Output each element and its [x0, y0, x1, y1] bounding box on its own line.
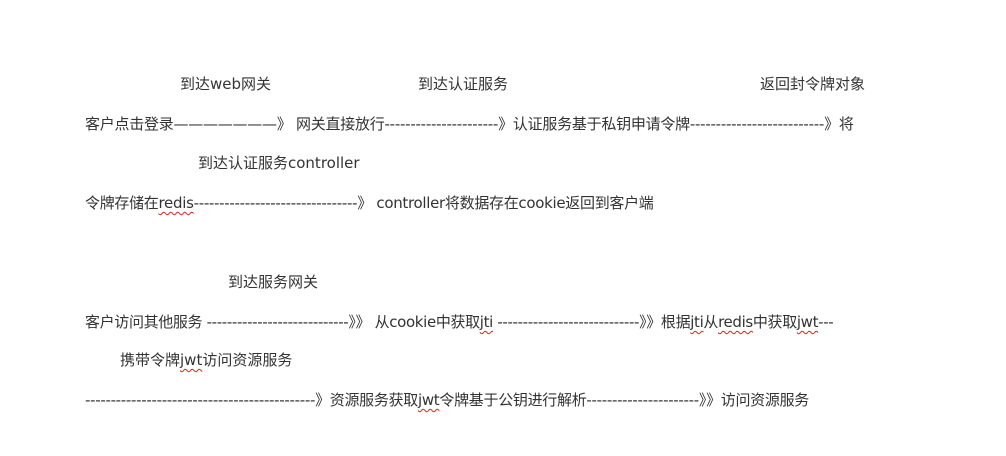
label-arrive-service-gateway: 到达服务网关	[228, 273, 319, 291]
label-arrive-web-gateway: 到达web网关	[180, 75, 272, 93]
flow-line-resource-part2: 令牌基于公钥进行解析----------------------》》访问资源服务	[439, 391, 809, 409]
flow-line-login: 客户点击登录———————》 网关直接放行-------------------…	[85, 114, 854, 134]
spellcheck-word-jti: jti	[690, 313, 704, 331]
flow-line-access-part5: ---	[818, 313, 834, 331]
spellcheck-word-jwt: jwt	[180, 351, 203, 369]
flow-line-access-part2: ----------------------------》》根据	[492, 313, 691, 331]
spellcheck-word-redis: redis	[158, 194, 194, 212]
flow-line-store-token: 令牌存储在redis------------------------------…	[85, 193, 654, 213]
flow-line-access-part3: 从	[703, 313, 719, 331]
label-carry-token: 携带令牌jwt访问资源服务	[120, 350, 292, 370]
spellcheck-word-jwt: jwt	[796, 313, 819, 331]
flow-line-resource-part1: ----------------------------------------…	[85, 391, 418, 409]
flow-line-store-suffix: --------------------------------》 contro…	[193, 194, 654, 212]
flow-line-resource-service: ----------------------------------------…	[85, 390, 809, 410]
flow-line-login-text: 客户点击登录———————》 网关直接放行-------------------…	[85, 115, 854, 133]
spellcheck-word-jwt: jwt	[417, 391, 440, 409]
flow-line-access-part1: 客户访问其他服务 ----------------------------》》 …	[85, 313, 480, 331]
label-carry-prefix: 携带令牌	[120, 351, 181, 369]
label-carry-suffix: 访问资源服务	[202, 351, 293, 369]
label-arrive-auth-controller: 到达认证服务controller	[198, 154, 360, 172]
spellcheck-word-jti: jti	[479, 313, 494, 331]
flow-line-store-prefix: 令牌存储在	[85, 194, 159, 212]
spellcheck-word-redis: redis	[718, 313, 753, 331]
flow-line-access-service: 客户访问其他服务 ----------------------------》》 …	[85, 312, 834, 332]
flow-line-access-part4: 中获取	[752, 313, 797, 331]
label-arrive-auth-service: 到达认证服务	[418, 75, 509, 93]
label-return-token-object: 返回封令牌对象	[760, 75, 866, 93]
